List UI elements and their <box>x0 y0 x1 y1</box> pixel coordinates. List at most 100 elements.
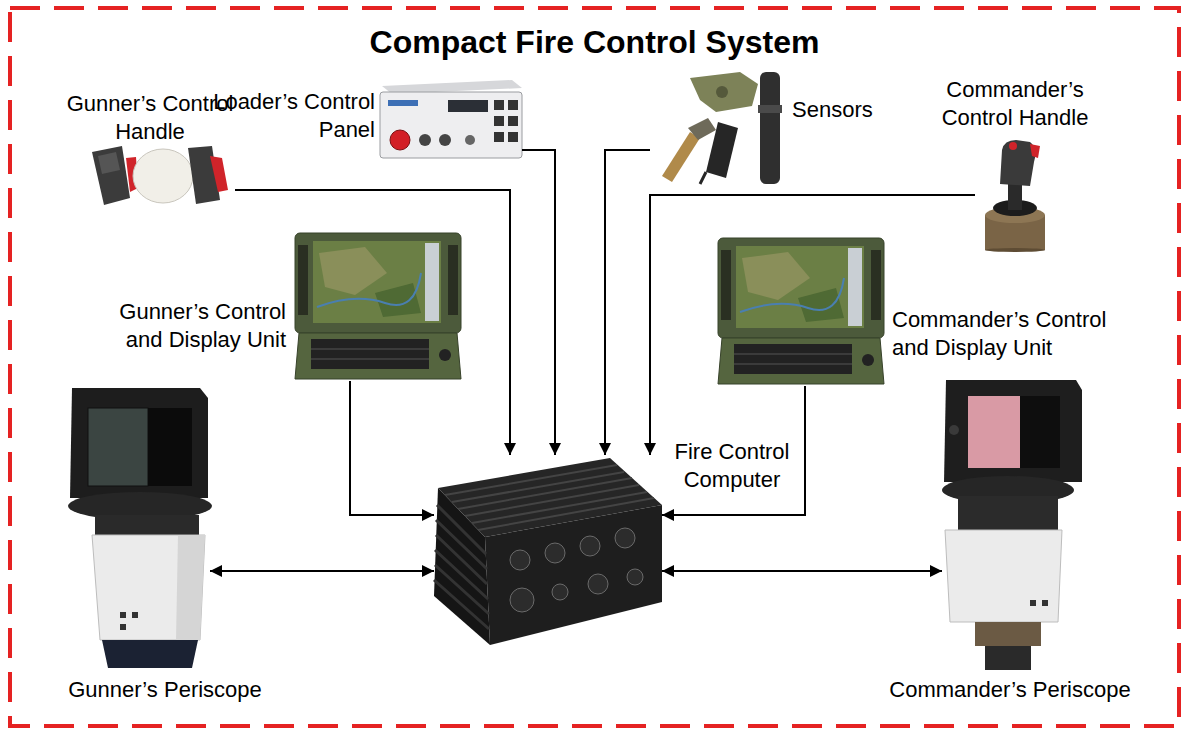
label-holder: Commander’s Control Handle <box>930 76 1100 131</box>
cdu-base <box>718 338 884 384</box>
keyboard-rows <box>311 349 429 359</box>
component-label: Fire Control Computer <box>666 438 798 493</box>
panel-button <box>508 100 518 110</box>
component-node: Commander’s Control Handle <box>975 138 1055 252</box>
component-node: Gunner’s Control Handle <box>85 145 235 205</box>
panel-button <box>508 132 518 142</box>
periscope-bottom <box>102 640 198 668</box>
handle-grip <box>92 146 130 205</box>
loader-panel-figure <box>380 80 522 158</box>
component-label: Gunner’s Control and Display Unit <box>98 298 286 353</box>
component-node: Commander’s Periscope <box>942 378 1082 672</box>
periscope-knob <box>949 425 959 435</box>
connector-arrow <box>522 150 555 455</box>
component-label: Gunner’s Periscope <box>40 676 290 704</box>
component-label: Commander’s Periscope <box>870 676 1150 704</box>
cdu-trackball <box>862 354 874 366</box>
connector-arrow <box>605 150 650 455</box>
panel-logo <box>388 100 418 106</box>
connector-arrow <box>662 386 805 515</box>
computer-front <box>485 505 662 645</box>
cylinder-sensor <box>760 72 780 184</box>
brass-sensor <box>662 132 700 182</box>
sensors-figure <box>662 72 782 184</box>
label-holder: Fire Control Computer <box>666 438 798 493</box>
cdu-keyboard <box>734 344 852 374</box>
connector-socket <box>510 550 530 570</box>
commander-periscope-figure <box>942 380 1082 670</box>
map-river <box>317 273 421 307</box>
bracket-hole <box>716 86 728 98</box>
computer-figure <box>434 458 662 645</box>
periscope-body <box>92 535 205 640</box>
grip-trigger <box>1030 144 1040 158</box>
cooling-ribs <box>434 505 489 629</box>
periscope-bottom <box>985 646 1031 670</box>
panel-knob <box>419 134 431 146</box>
periscope-window <box>88 408 148 486</box>
panel-display <box>448 100 488 112</box>
map-river <box>740 278 844 312</box>
sensor-ring <box>758 105 782 113</box>
periscope-head <box>70 388 208 498</box>
component-label: Loader’s Control Panel <box>195 88 375 143</box>
periscope-window <box>968 396 1020 468</box>
cdu-lid <box>295 233 461 333</box>
panel-button <box>494 116 504 126</box>
label-holder: Commander’s Periscope <box>870 676 1150 704</box>
periscope-collar <box>95 515 199 535</box>
gunner-handle-figure <box>92 146 228 205</box>
body-mark <box>1030 600 1036 606</box>
panel-button <box>494 132 504 142</box>
map-area <box>375 283 421 317</box>
sensor-cable <box>700 172 706 184</box>
label-holder: Gunner’s Periscope <box>40 676 290 704</box>
connector-socket <box>627 569 643 585</box>
body-mark <box>120 624 126 630</box>
handle-grip <box>1000 140 1035 186</box>
sensor-bracket <box>690 72 758 112</box>
screen-toolbar <box>848 248 862 326</box>
component-node: Sensors <box>650 68 785 185</box>
component-node: Gunner’s Periscope <box>66 384 210 668</box>
component-label: Commander’s Control and Display Unit <box>892 306 1132 361</box>
component-node: Commander’s Control and Display Unit <box>718 238 884 386</box>
black-sensor <box>706 122 738 178</box>
connector-socket <box>552 584 568 600</box>
component-node: Fire Control Computer <box>434 455 662 645</box>
panel-button <box>494 100 504 110</box>
map-area <box>742 252 810 300</box>
body-mark <box>120 612 126 618</box>
red-button <box>390 130 410 150</box>
label-holder: Commander’s Control and Display Unit <box>892 306 1132 361</box>
handle-body <box>133 149 193 203</box>
component-label: Commander’s Control Handle <box>930 76 1100 131</box>
grip-trigger <box>210 156 228 192</box>
connector-socket <box>588 574 608 594</box>
connector-arrow <box>350 381 434 515</box>
label-holder: Gunner’s Control and Display Unit <box>98 298 286 353</box>
map-area <box>798 288 844 322</box>
screen-toolbar <box>425 243 439 321</box>
connector-socket <box>615 528 635 548</box>
cdu-screen <box>313 241 441 323</box>
cdu-side-keys <box>721 250 731 320</box>
body-mark <box>132 612 138 618</box>
cdu-side-keys <box>871 250 881 320</box>
cooling-ribs <box>445 465 654 530</box>
connector-group <box>210 150 975 571</box>
label-holder: Gunner’s Control Handle <box>65 90 235 145</box>
cdu-keyboard <box>311 339 429 369</box>
label-holder: Sensors <box>792 96 902 124</box>
sensor-cap <box>688 118 716 140</box>
label-holder: Loader’s Control Panel <box>195 88 375 143</box>
panel-button <box>508 116 518 126</box>
body-mark <box>1042 600 1048 606</box>
commander-cdu-figure <box>718 238 884 384</box>
cdu-side-keys <box>298 245 308 315</box>
gunner-periscope-figure <box>68 388 212 668</box>
cdu-base <box>295 333 461 379</box>
map-area <box>319 247 387 295</box>
